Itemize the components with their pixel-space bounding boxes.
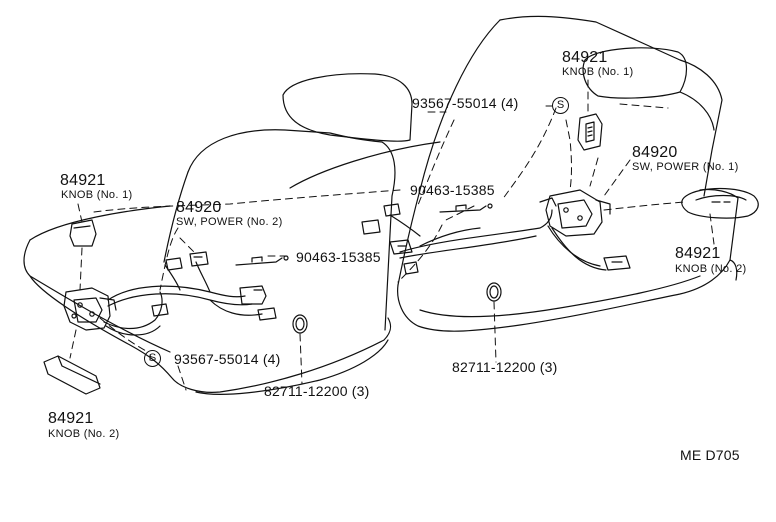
screw-leaders — [149, 105, 553, 361]
right-band — [486, 282, 502, 302]
left-harness — [103, 261, 263, 336]
left-knob-no2 — [43, 355, 101, 395]
clip-left-part-number: 90463-15385 — [296, 249, 381, 265]
left-seat-outline — [23, 73, 413, 395]
right-knob-no1 — [577, 113, 603, 151]
knob-no2-right-part-number: 84921 — [675, 245, 721, 262]
left-band — [292, 314, 308, 334]
leader-lines — [69, 79, 715, 391]
right-seat-outline — [289, 15, 739, 332]
screw-top-s-symbol: S — [552, 97, 569, 114]
left-power-switch — [63, 287, 117, 331]
right-harness — [389, 209, 607, 271]
right-clip — [439, 203, 493, 213]
knob-no2-left-part-number: 84921 — [48, 410, 94, 427]
screw-bottom-s-symbol: S — [144, 350, 161, 367]
left-clip — [235, 255, 289, 266]
knob-no2-left-name: KNOB (No. 2) — [48, 428, 120, 440]
right-power-switch — [539, 189, 611, 237]
left-knob-no1 — [69, 219, 97, 247]
knob-no1-left-part-number: 84921 — [60, 172, 106, 189]
knob-no1-right-part-number: 84921 — [562, 49, 608, 66]
knob-no1-right-name: KNOB (No. 1) — [562, 66, 634, 78]
sw-power-no2-part-number: 84920 — [176, 199, 222, 216]
clip-right-part-number: 90463-15385 — [410, 182, 495, 198]
right-connectors — [361, 203, 631, 275]
screw-bottom-part-number: 93567-55014 (4) — [174, 351, 281, 367]
sw-power-no2-name: SW, POWER (No. 2) — [176, 216, 283, 228]
screw-top-part-number: 93567-55014 (4) — [412, 95, 519, 111]
band-right-part-number: 82711-12200 (3) — [452, 359, 558, 375]
knob-no2-right-name: KNOB (No. 2) — [675, 263, 747, 275]
left-connectors — [151, 251, 277, 321]
band-left-part-number: 82711-12200 (3) — [264, 383, 370, 399]
figure-code: ME D705 — [680, 447, 740, 463]
sw-power-no1-part-number: 84920 — [632, 144, 678, 161]
right-knob-no2 — [681, 187, 759, 219]
sw-power-no1-name: SW, POWER (No. 1) — [632, 161, 739, 173]
knob-no1-left-name: KNOB (No. 1) — [61, 189, 133, 201]
